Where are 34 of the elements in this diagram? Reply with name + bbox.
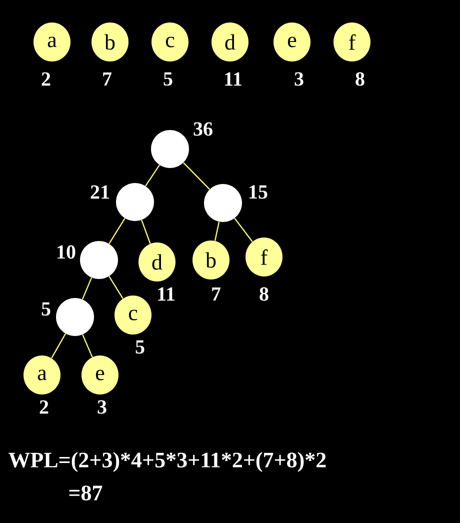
tree-edge — [51, 333, 66, 358]
tree-edge — [145, 164, 160, 186]
internal-circle — [151, 130, 189, 168]
weight-label: 3 — [294, 72, 304, 86]
weight-label: 5 — [42, 302, 50, 316]
tree-edge — [82, 277, 92, 300]
weight-label: 2 — [40, 400, 48, 414]
tree-edge — [108, 218, 126, 244]
weight-label: 11 — [158, 287, 174, 301]
internal-circle — [80, 241, 118, 279]
weight-label: 2 — [42, 72, 50, 86]
weight-label: 15 — [250, 185, 268, 199]
tree-edge — [234, 218, 253, 242]
tree-edge — [141, 220, 151, 244]
weight-label: 5 — [164, 72, 172, 86]
weight-label: 8 — [260, 287, 268, 301]
weight-label: 7 — [212, 287, 220, 301]
formula-text: =87 — [69, 486, 102, 500]
tree-edge — [82, 334, 93, 358]
tree-edge — [108, 276, 124, 299]
weight-label: 11 — [225, 72, 242, 86]
internal-circle — [116, 183, 154, 221]
weight-label: 10 — [58, 245, 76, 259]
weight-label: 8 — [356, 72, 364, 86]
weight-label: 3 — [98, 400, 106, 414]
weight-label: 7 — [103, 72, 112, 86]
internal-circle — [56, 298, 94, 336]
tree-edge — [214, 222, 220, 241]
weight-label: 21 — [90, 185, 109, 199]
tree-edge — [183, 162, 210, 190]
weight-label: 5 — [136, 340, 144, 354]
formula-text: WPL=(2+3)*4+5*3+11*2+(7+8)*2 — [8, 452, 326, 472]
weight-label: 36 — [194, 122, 212, 136]
internal-circle — [204, 184, 242, 222]
